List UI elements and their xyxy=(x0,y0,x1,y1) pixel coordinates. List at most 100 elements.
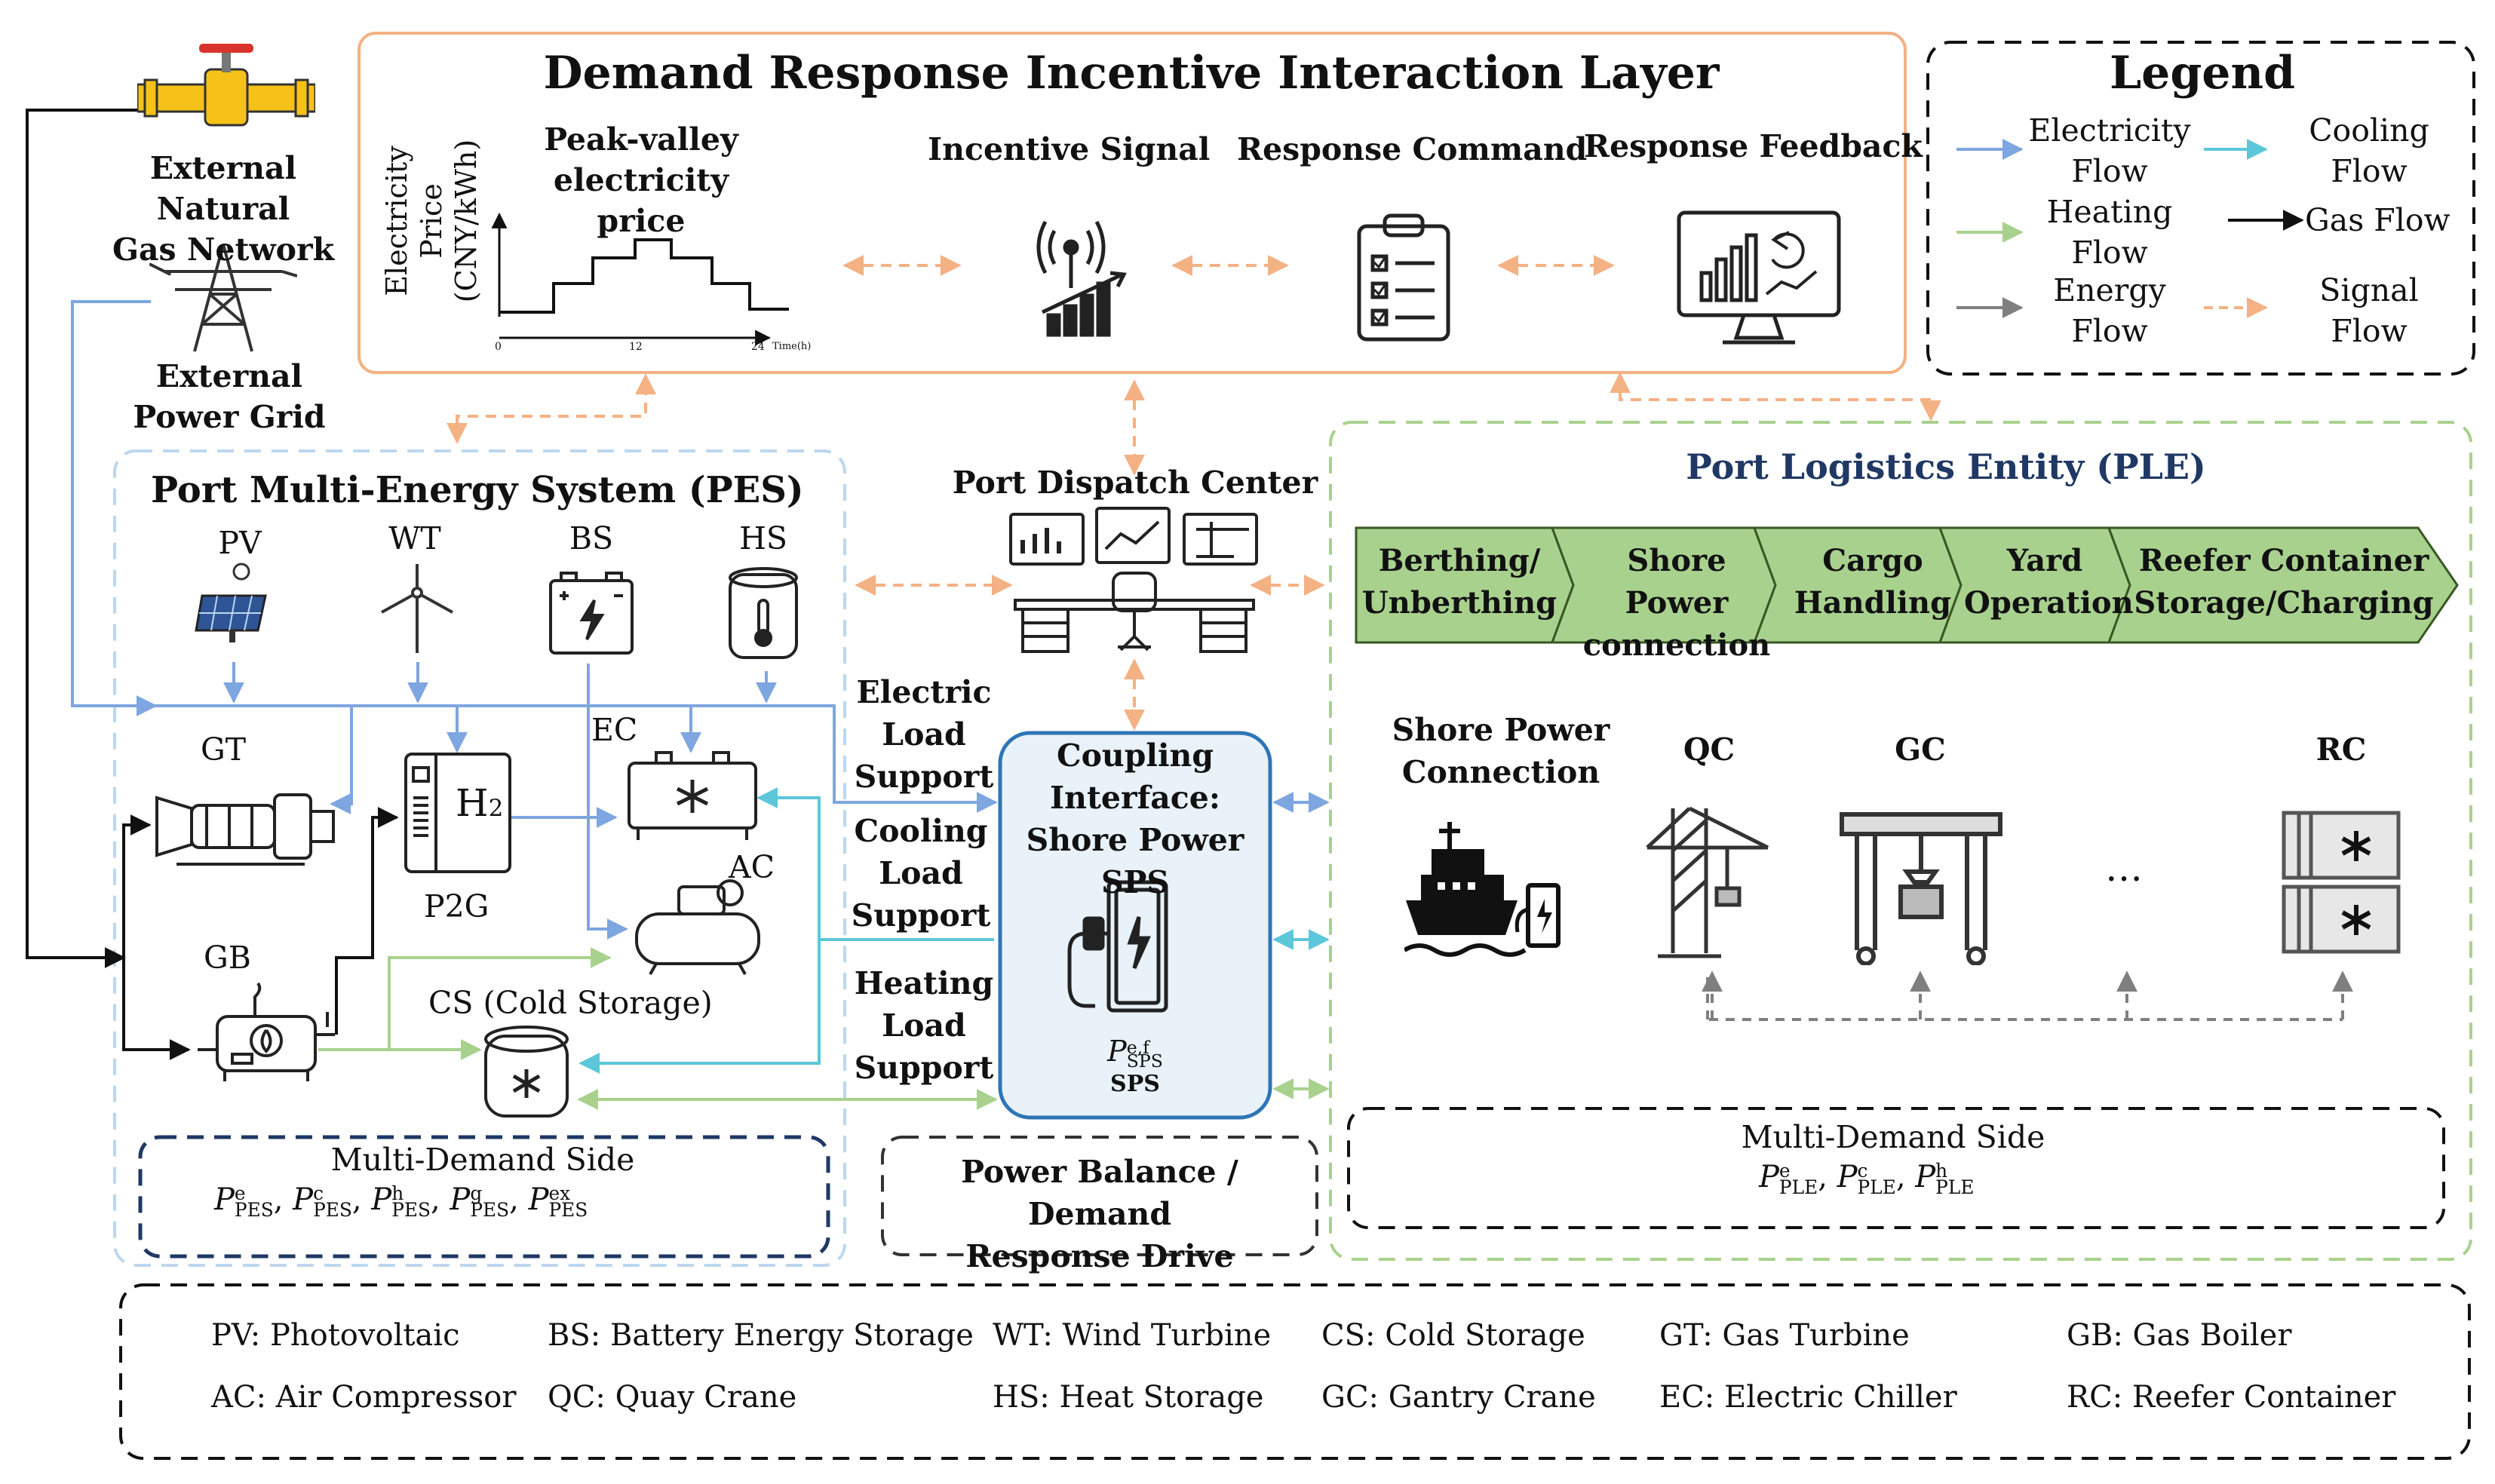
dispatch-center-icon xyxy=(1008,507,1261,655)
hs-label: HS xyxy=(739,520,787,556)
sps-symbol-sup: e,f xyxy=(1126,1036,1149,1058)
abbr-ec: EC: Electric Chiller xyxy=(1659,1380,1957,1415)
legend-item-signal: Signal Flow xyxy=(2319,272,2419,349)
abbr-pv: PV: Photovoltaic xyxy=(211,1318,460,1353)
heat-storage-icon xyxy=(726,563,801,662)
response-command-label: Response Command xyxy=(1237,131,1588,167)
process-label-yard: Yard Operation xyxy=(1964,543,2134,621)
sps-label: SPS xyxy=(1110,1071,1160,1097)
cold-storage-icon xyxy=(483,1023,570,1121)
sps-symbol-base: P xyxy=(1107,1035,1127,1068)
h2-symbol-subscript: 2 xyxy=(488,795,504,822)
battery-storage-icon xyxy=(548,570,635,656)
monitor-dashboard-icon xyxy=(1676,210,1842,348)
legend-title: Legend xyxy=(2109,47,2296,100)
ple-term-h-sub: PLE xyxy=(1935,1176,1975,1198)
gas-boiler-icon xyxy=(195,982,338,1084)
ac-label: AC xyxy=(729,849,775,885)
incentive-signal-label: Incentive Signal xyxy=(928,131,1211,167)
ple-term-h-sup: h xyxy=(1935,1160,1948,1182)
pes-term-c-sub: PES xyxy=(313,1199,352,1221)
process-label-berthing: Berthing/ Unberthing xyxy=(1361,543,1557,621)
price-tick-0: 0 xyxy=(495,341,502,353)
power-grid-label: External Power Grid xyxy=(133,358,326,435)
p2g-label: P2G xyxy=(424,888,489,924)
pes-term-h-sub: PES xyxy=(391,1199,431,1221)
cooling-load-support-label: Cooling Load Support xyxy=(851,813,991,934)
ple-frame xyxy=(1329,421,2472,1261)
abbr-qc: QC: Quay Crane xyxy=(548,1380,797,1415)
gt-label: GT xyxy=(201,731,247,768)
pv-panel-icon xyxy=(195,561,273,644)
sps-symbol-sub: SPS xyxy=(1126,1050,1163,1072)
pes-term-g-sup: g xyxy=(470,1182,483,1204)
clipboard-checklist-icon xyxy=(1355,210,1453,342)
reefer-container-icon xyxy=(2281,802,2401,962)
process-label-cargo: Cargo Handling xyxy=(1794,543,1952,621)
quay-crane-icon xyxy=(1643,805,1771,962)
ple-term-c-sup: c xyxy=(1857,1160,1868,1182)
abbr-gc: GC: Gantry Crane xyxy=(1321,1380,1596,1415)
gc-label: GC xyxy=(1895,731,1946,768)
price-tick-24: 24 xyxy=(751,341,765,353)
shore-power-connection-label: Shore Power Connection xyxy=(1392,712,1610,790)
price-tick-12: 12 xyxy=(629,341,643,353)
gas-network-label: External Natural Gas Network xyxy=(112,150,335,268)
rc-label: RC xyxy=(2315,731,2367,768)
pes-term-e-sup: e xyxy=(234,1182,246,1204)
dr-layer-frame xyxy=(358,32,1907,374)
abbr-wt: WT: Wind Turbine xyxy=(993,1318,1272,1353)
dr-layer-title: Demand Response Incentive Interaction La… xyxy=(543,47,1720,100)
p2g-electrolyzer-icon xyxy=(403,751,513,875)
ple-term-e-sup: e xyxy=(1778,1160,1791,1182)
price-curve xyxy=(499,238,789,314)
ship-charging-icon xyxy=(1404,819,1569,964)
power-balance-label: Power Balance / Demand Response Drive xyxy=(961,1154,1238,1274)
legend-frame xyxy=(1926,41,2475,376)
qc-label: QC xyxy=(1683,731,1735,768)
gantry-crane-icon xyxy=(1839,811,2003,965)
pes-term-e-sub: PES xyxy=(234,1199,274,1221)
abbr-gb: GB: Gas Boiler xyxy=(2067,1318,2292,1353)
pv-label: PV xyxy=(218,525,262,561)
ple-term-c-sub: PLE xyxy=(1857,1176,1896,1198)
price-tick-time: Time(h) xyxy=(772,341,812,352)
wt-label: WT xyxy=(388,520,441,556)
ple-term-e-sub: PLE xyxy=(1778,1176,1818,1198)
dispatch-center-title: Port Dispatch Center xyxy=(952,465,1318,501)
h2-symbol: H2 xyxy=(456,781,503,825)
electric-load-support-label: Electric Load Support xyxy=(854,674,994,795)
response-feedback-label: Response Feedback xyxy=(1584,128,1923,164)
abbr-cs: CS: Cold Storage xyxy=(1321,1318,1585,1353)
pes-term-ex-sup: ex xyxy=(548,1182,571,1204)
coupling-interface-title: Coupling Interface: Shore Power SPS xyxy=(1026,737,1244,900)
h2-symbol-base: H xyxy=(456,781,489,825)
gb-label: GB xyxy=(204,940,251,976)
ellipsis-label: … xyxy=(2105,846,2143,890)
pes-term-c-sup: c xyxy=(313,1182,324,1204)
ple-title: Port Logistics Entity (PLE) xyxy=(1686,446,2206,487)
electric-chiller-icon xyxy=(626,750,759,843)
balance-frame xyxy=(881,1136,1318,1256)
process-step-reefer xyxy=(2107,526,2459,644)
price-chart-ylabel: Electricity Price (CNY/kWh) xyxy=(380,139,483,303)
antenna-signal-icon xyxy=(1032,216,1133,339)
cs-label: CS (Cold Storage) xyxy=(428,985,713,1021)
air-compressor-icon xyxy=(634,876,762,977)
transmission-tower-icon xyxy=(149,241,297,354)
gas-pipeline-icon xyxy=(137,39,315,137)
pes-term-g-sub: PES xyxy=(470,1199,510,1221)
abbr-hs: HS: Heat Storage xyxy=(993,1380,1264,1415)
legend-item-cooling: Cooling Flow xyxy=(2309,112,2429,189)
process-label-shore-power: Shore Power connection xyxy=(1582,543,1771,663)
abbr-rc: RC: Reefer Container xyxy=(2067,1380,2396,1415)
